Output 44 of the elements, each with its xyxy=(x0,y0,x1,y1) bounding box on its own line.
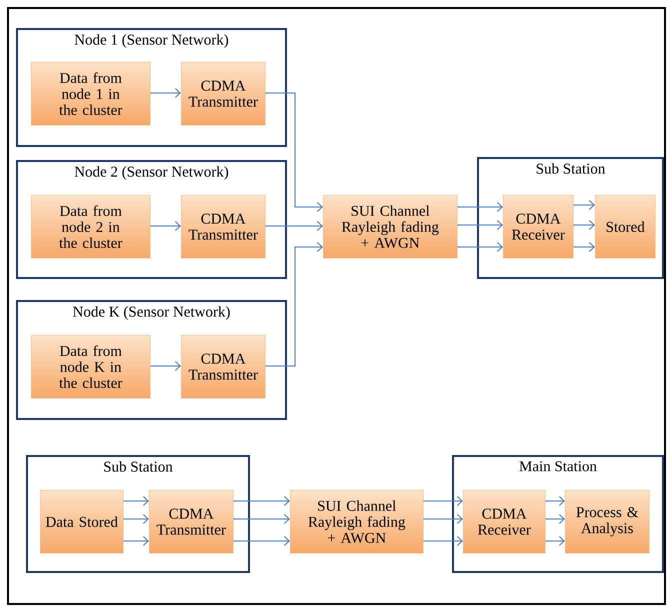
process-box: CDMA Transmitter xyxy=(149,490,234,554)
arrow xyxy=(122,496,149,506)
process-box: Data Stored xyxy=(40,490,124,554)
arrow xyxy=(150,361,181,371)
arrow xyxy=(572,220,595,230)
arrow xyxy=(572,200,595,210)
arrow xyxy=(422,536,463,546)
process-box: Process & Analysis xyxy=(565,490,650,554)
process-box: Data from node 1 in the cluster xyxy=(31,62,150,126)
arrow xyxy=(572,242,595,252)
arrow xyxy=(422,496,463,506)
arrow xyxy=(232,536,290,546)
group-title: Node K (Sensor Network) xyxy=(73,306,230,320)
arrow xyxy=(544,514,565,524)
group-title: Main Station xyxy=(519,461,597,472)
arrow xyxy=(544,496,565,506)
arrow xyxy=(264,92,323,212)
arrow xyxy=(232,496,290,506)
process-box: SUI Channel Rayleigh fading + AWGN xyxy=(290,490,424,554)
group-title: Node 2 (Sensor Network) xyxy=(74,166,228,180)
process-box: Stored xyxy=(595,195,656,258)
arrow xyxy=(232,514,290,524)
arrow xyxy=(264,242,323,366)
arrow xyxy=(122,514,149,524)
arrow xyxy=(544,536,565,546)
arrow xyxy=(122,536,149,546)
process-box: CDMA Transmitter xyxy=(181,195,266,258)
arrow xyxy=(150,88,181,98)
arrow xyxy=(456,220,503,230)
process-box: CDMA Transmitter xyxy=(181,62,266,126)
arrow xyxy=(150,221,181,231)
group-title: Sub Station xyxy=(104,461,173,472)
process-box: CDMA Receiver xyxy=(463,490,546,554)
process-box: Data from node 2 in the cluster xyxy=(31,195,150,258)
process-box: CDMA Receiver xyxy=(503,195,574,258)
arrow xyxy=(456,202,503,212)
group-title: Sub Station xyxy=(536,163,606,174)
process-box: SUI Channel Rayleigh fading + AWGN xyxy=(323,195,458,258)
group-title: Node 1 (Sensor Network) xyxy=(74,34,228,48)
arrow xyxy=(422,514,463,524)
process-box: Data from node K in the cluster xyxy=(31,335,150,398)
arrow xyxy=(264,221,323,231)
process-box: CDMA Transmitter xyxy=(181,335,266,398)
arrow xyxy=(456,242,503,252)
